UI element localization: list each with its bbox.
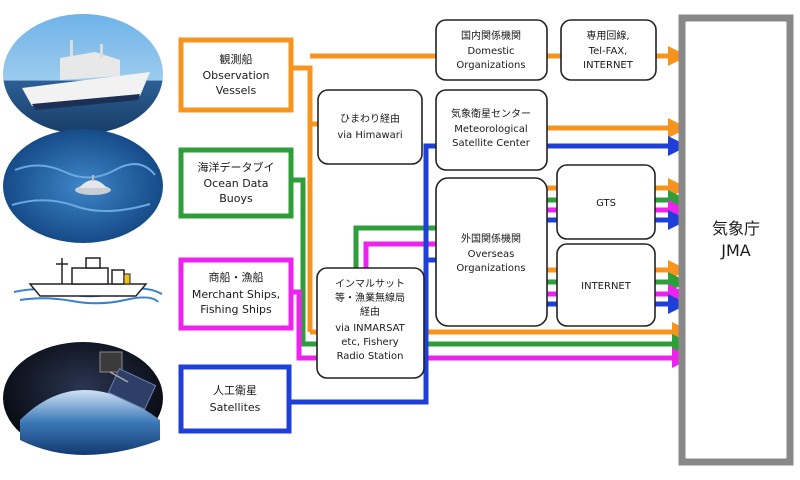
link-internet: INTERNET [556,243,656,327]
observation-vessel-photo [3,14,163,134]
label-ja-3: 経由 [360,305,380,318]
label-en-2: etc, Fishery [341,337,399,348]
label-ja: 海洋データブイ [198,160,275,174]
relay-himawari: ひまわり経由 via Himawari [317,89,423,165]
jma-label-en: JMA [720,241,751,260]
label-en-1: Meteorological [454,124,527,135]
label-en-1: Satellites [210,401,261,414]
label-ja-1: インマルサット [335,278,405,290]
jma-destination: 気象庁 JMA [678,14,794,466]
label-en-2: Organizations [456,263,525,274]
label: INTERNET [581,281,632,292]
label-ja: 観測船 [220,52,253,66]
label-ja-2: 等・漁業無線局 [335,291,405,304]
label-en-1: Ocean Data [204,177,269,190]
label-ja: 気象衛星センター [451,107,531,120]
label-en-1: Tel-FAX, [588,46,628,57]
label-en-1: Merchant Ships, [192,288,280,301]
label-en-1: Observation [203,69,270,82]
org-domestic: 国内関係機関 Domestic Organizations [435,19,548,81]
label-en-2: INTERNET [583,60,634,71]
label-en-3: Radio Station [337,351,404,362]
label-en-2: Satellite Center [452,138,531,149]
label-en-2: Vessels [216,84,257,97]
source-satellites: 人工衛星 Satellites [178,364,292,434]
link-gts: GTS [556,164,656,240]
ocean-buoy-photo [3,129,163,243]
source-merchant-fishing-ships: 商船・漁船 Merchant Ships, Fishing Ships [178,257,294,331]
label-en-2: Buoys [219,192,253,205]
source-ocean-data-buoys: 海洋データブイ Ocean Data Buoys [178,147,294,219]
satellite-photo [3,342,163,455]
jma-label-ja: 気象庁 [712,219,760,238]
label-ja: 国内関係機関 [461,29,521,42]
label-ja: 外国関係機関 [461,232,521,245]
label-en-2: Fishing Ships [200,303,272,316]
fishing-ship-illustration [13,257,163,305]
label-en-1: Domestic [467,46,514,57]
label-ja: 商船・漁船 [209,270,264,284]
org-meteorological-satellite-center: 気象衛星センター Meteorological Satellite Center [435,89,548,171]
label-ja: ひまわり経由 [340,112,400,125]
relay-inmarsat: インマルサット 等・漁業無線局 経由 via INMARSAT etc, Fis… [316,267,425,379]
label-en-1: via INMARSAT [335,323,405,334]
source-observation-vessels: 観測船 Observation Vessels [178,37,294,113]
label-en-1: Overseas [468,249,515,260]
label-ja: 人工衛星 [213,384,257,397]
label-en: via Himawari [337,130,402,141]
label-en-2: Organizations [456,60,525,71]
label-ja: 専用回線, [586,29,629,42]
org-overseas: 外国関係機関 Overseas Organizations [435,177,548,327]
label: GTS [596,198,616,209]
link-dedicated-line: 専用回線, Tel-FAX, INTERNET [560,19,657,81]
